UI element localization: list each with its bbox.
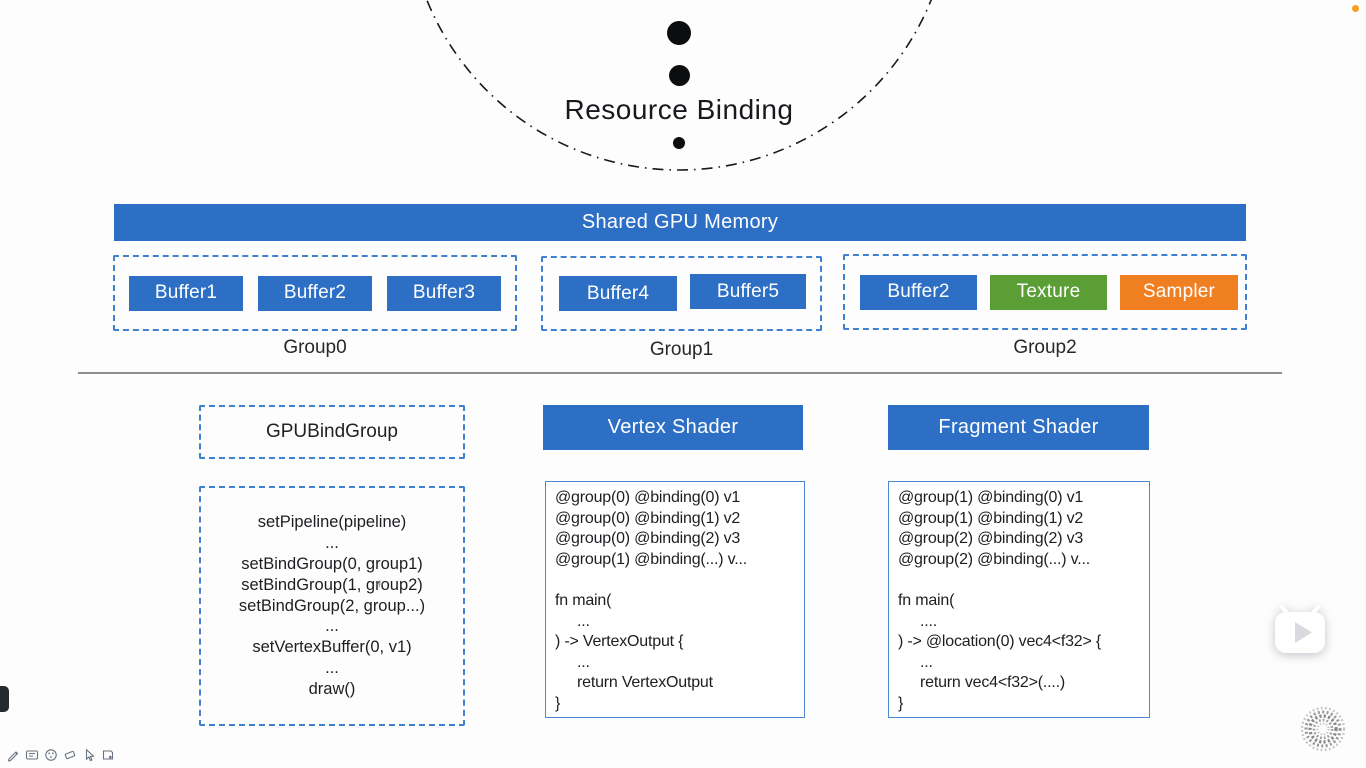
- palette-icon[interactable]: [44, 748, 58, 762]
- code-line: @group(1) @binding(0) v1: [898, 489, 1084, 506]
- sampler-chip: Sampler: [1120, 274, 1238, 310]
- vertex-shader-header: Vertex Shader: [543, 405, 803, 450]
- drawing-toolbar: [6, 748, 115, 762]
- vertex-shader-code-box: @group(0) @binding(0) v1 @group(0) @bind…: [545, 481, 805, 718]
- buffer-chip: Buffer4: [559, 276, 677, 311]
- bullet-dot-medium: [669, 65, 690, 86]
- section-divider: [78, 372, 1282, 374]
- group1-box: Buffer4 Buffer5: [541, 256, 822, 331]
- buffer-chip: Buffer5: [690, 274, 806, 309]
- buffer-chip: Buffer2: [860, 274, 977, 310]
- code-line: return VertexOutput: [577, 674, 713, 692]
- gpubindgroup-box: GPUBindGroup: [199, 405, 465, 459]
- fragment-shader-code-box: @group(1) @binding(0) v1 @group(1) @bind…: [888, 481, 1150, 718]
- buffer-chip: Buffer2: [258, 275, 372, 311]
- recording-dot: [1352, 5, 1359, 12]
- cursor-icon[interactable]: [82, 748, 96, 762]
- code-line: @group(0) @binding(2) v3: [555, 530, 741, 548]
- code-line: ...: [920, 653, 933, 671]
- code-line: @group(1) @binding(...) v...: [555, 550, 747, 568]
- command-line: ...: [325, 658, 339, 677]
- buffer-chip: Buffer1: [129, 275, 243, 311]
- command-line: setPipeline(pipeline): [257, 513, 407, 532]
- command-line: ...: [325, 534, 339, 553]
- command-line: ...: [325, 617, 339, 636]
- group0-label: Group0: [283, 337, 347, 358]
- mouse-cursor: +: [375, 576, 384, 593]
- command-line: setBindGroup(2, group...): [238, 596, 426, 615]
- board-icon[interactable]: [25, 748, 39, 762]
- note-icon[interactable]: [101, 748, 115, 762]
- code-line: @group(2) @binding(2) v3: [898, 530, 1084, 548]
- code-line: }: [898, 694, 904, 712]
- group2-label: Group2: [1013, 337, 1077, 358]
- bullet-dot-small: [673, 137, 685, 149]
- pencil-icon[interactable]: [6, 748, 20, 762]
- code-line: @group(1) @binding(1) v2: [898, 509, 1084, 527]
- texture-chip: Texture: [990, 274, 1107, 310]
- group0-box: Buffer1 Buffer2 Buffer3: [113, 255, 517, 331]
- code-line: return vec4<f32>(....): [920, 674, 1066, 692]
- command-line: setBindGroup(0, group1): [241, 555, 423, 573]
- shared-gpu-memory-banner: Shared GPU Memory: [114, 204, 1246, 241]
- side-panel-tab[interactable]: [0, 686, 9, 712]
- page-title: Resource Binding: [564, 94, 794, 125]
- bindgroup-commands-box: setPipeline(pipeline) ... setBindGroup(0…: [199, 486, 465, 726]
- code-line: @group(0) @binding(1) v2: [555, 509, 741, 527]
- command-line: draw(): [308, 679, 356, 698]
- code-line: ...: [577, 612, 590, 630]
- play-triangle-icon: [1295, 622, 1312, 643]
- command-line: setVertexBuffer(0, v1): [252, 638, 412, 657]
- code-line: @group(2) @binding(...) v...: [898, 550, 1090, 568]
- code-line: [898, 570, 1149, 591]
- code-line: [555, 570, 804, 591]
- code-line: ...: [577, 653, 590, 671]
- bullet-dot-large: [667, 21, 691, 45]
- code-line: }: [555, 694, 561, 712]
- fragment-shader-header: Fragment Shader: [888, 405, 1149, 450]
- code-line: fn main(: [898, 591, 955, 609]
- tv-play-button[interactable]: [1272, 604, 1328, 658]
- code-line: ) -> VertexOutput {: [555, 633, 684, 651]
- halftone-watermark: [1300, 706, 1346, 752]
- code-line: @group(0) @binding(0) v1: [555, 489, 741, 506]
- command-line: setBindGroup(1, group2): [241, 575, 423, 594]
- eraser-icon[interactable]: [63, 748, 77, 762]
- code-line: ....: [920, 612, 937, 630]
- code-line: ) -> @location(0) vec4<f32> {: [898, 633, 1101, 651]
- code-line: fn main(: [555, 591, 612, 609]
- buffer-chip: Buffer3: [387, 275, 501, 311]
- group1-label: Group1: [649, 339, 714, 360]
- group2-box: Buffer2 Texture Sampler: [843, 254, 1247, 330]
